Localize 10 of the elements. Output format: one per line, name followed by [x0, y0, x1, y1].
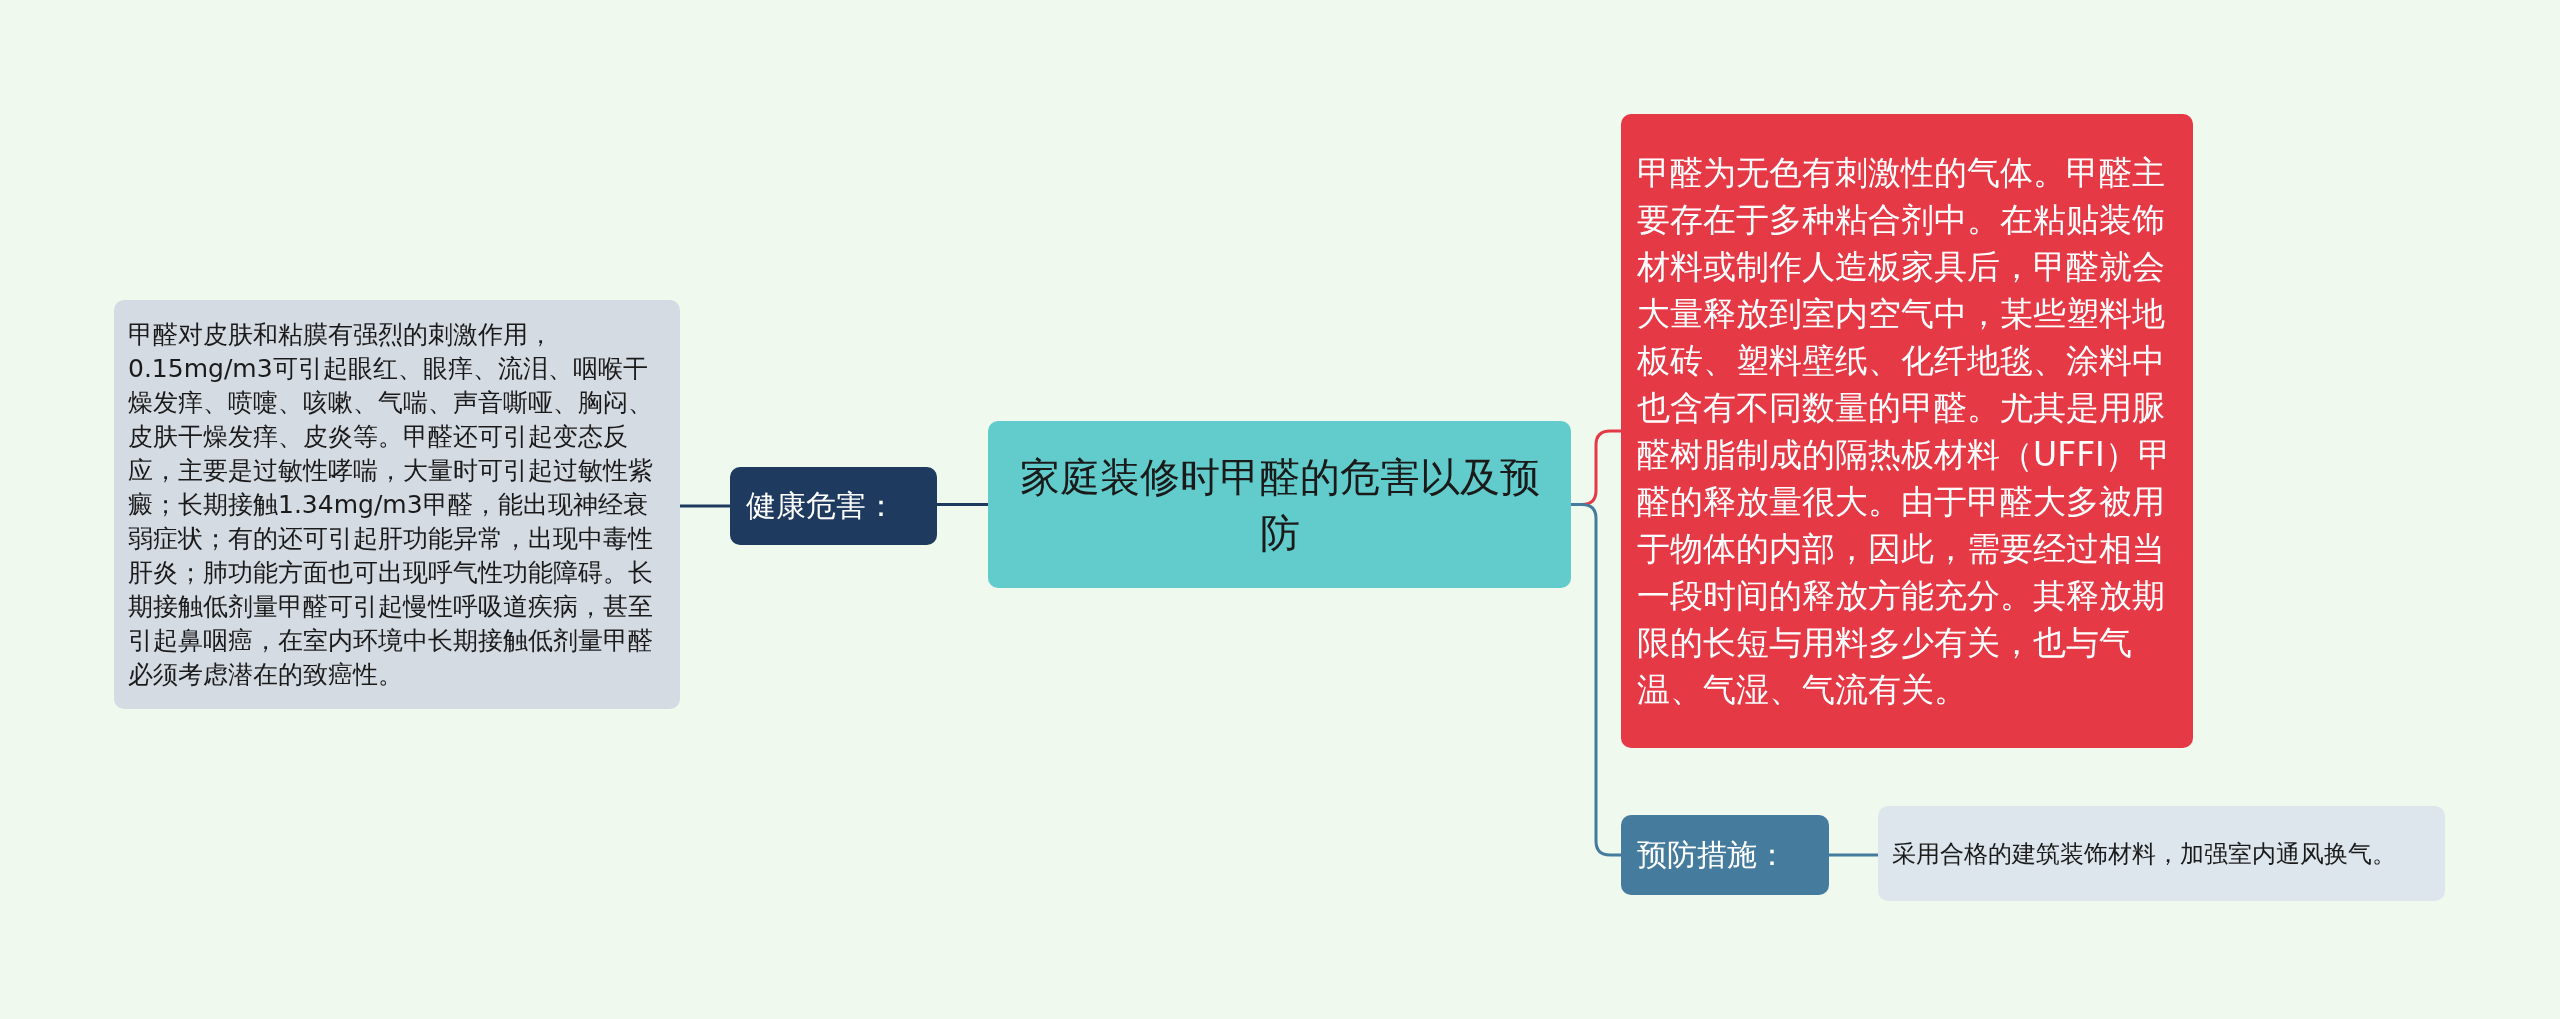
branch-box: 预防措施： [1621, 815, 1829, 895]
note-box: 甲醛对皮肤和粘膜有强烈的刺激作用，0.15mg/m3可引起眼红、眼痒、流泪、咽喉干燥发痒、喷嚏、咳嗽、气喘、声音嘶哑、胸闷、皮肤干燥发痒、皮炎等。甲醛还可引起变态反应，主要是过敏性哮喘，大量时可引起过敏性紫癜；长期接触1.34mg/m3甲醛，能出现神经衰弱症状；有的还可引起肝功能异常，出现中毒性肝炎；肺功能方面也可出现呼气性功能障碍。长期接触低剂量甲醛可引起慢性呼吸道疾病，甚至引起鼻咽癌，在室内环境中长期接触低剂量甲醛必须考虑潜在的致癌性。 [114, 300, 680, 709]
connector-line [937, 503, 988, 506]
connector-line [1829, 853, 1878, 857]
topic-box: 家庭装修时甲醛的危害以及预防 [988, 421, 1571, 588]
note-box: 采用合格的建筑装饰材料，加强室内通风换气。 [1878, 806, 2445, 901]
connector-line [1571, 503, 1621, 857]
connector-line [680, 504, 730, 508]
note-box: 甲醛为无色有刺激性的气体。甲醛主要存在于多种粘合剂中。在粘贴装饰材料或制作人造板家具后，甲醛就会大量释放到室内空气中，某些塑料地板砖、塑料壁纸、化纤地毯、涂料中也含有不同数量的甲醛。尤其是用脲醛树脂制成的隔热板材料（UFFI）甲醛的释放量很大。由于甲醛大多被用于物体的内部，因此，需要经过相当一段时间的释放方能充分。其释放期限的长短与用料多少有关，也与气温、气湿、气流有关。 [1621, 114, 2193, 748]
branch-box: 健康危害： [730, 467, 937, 545]
